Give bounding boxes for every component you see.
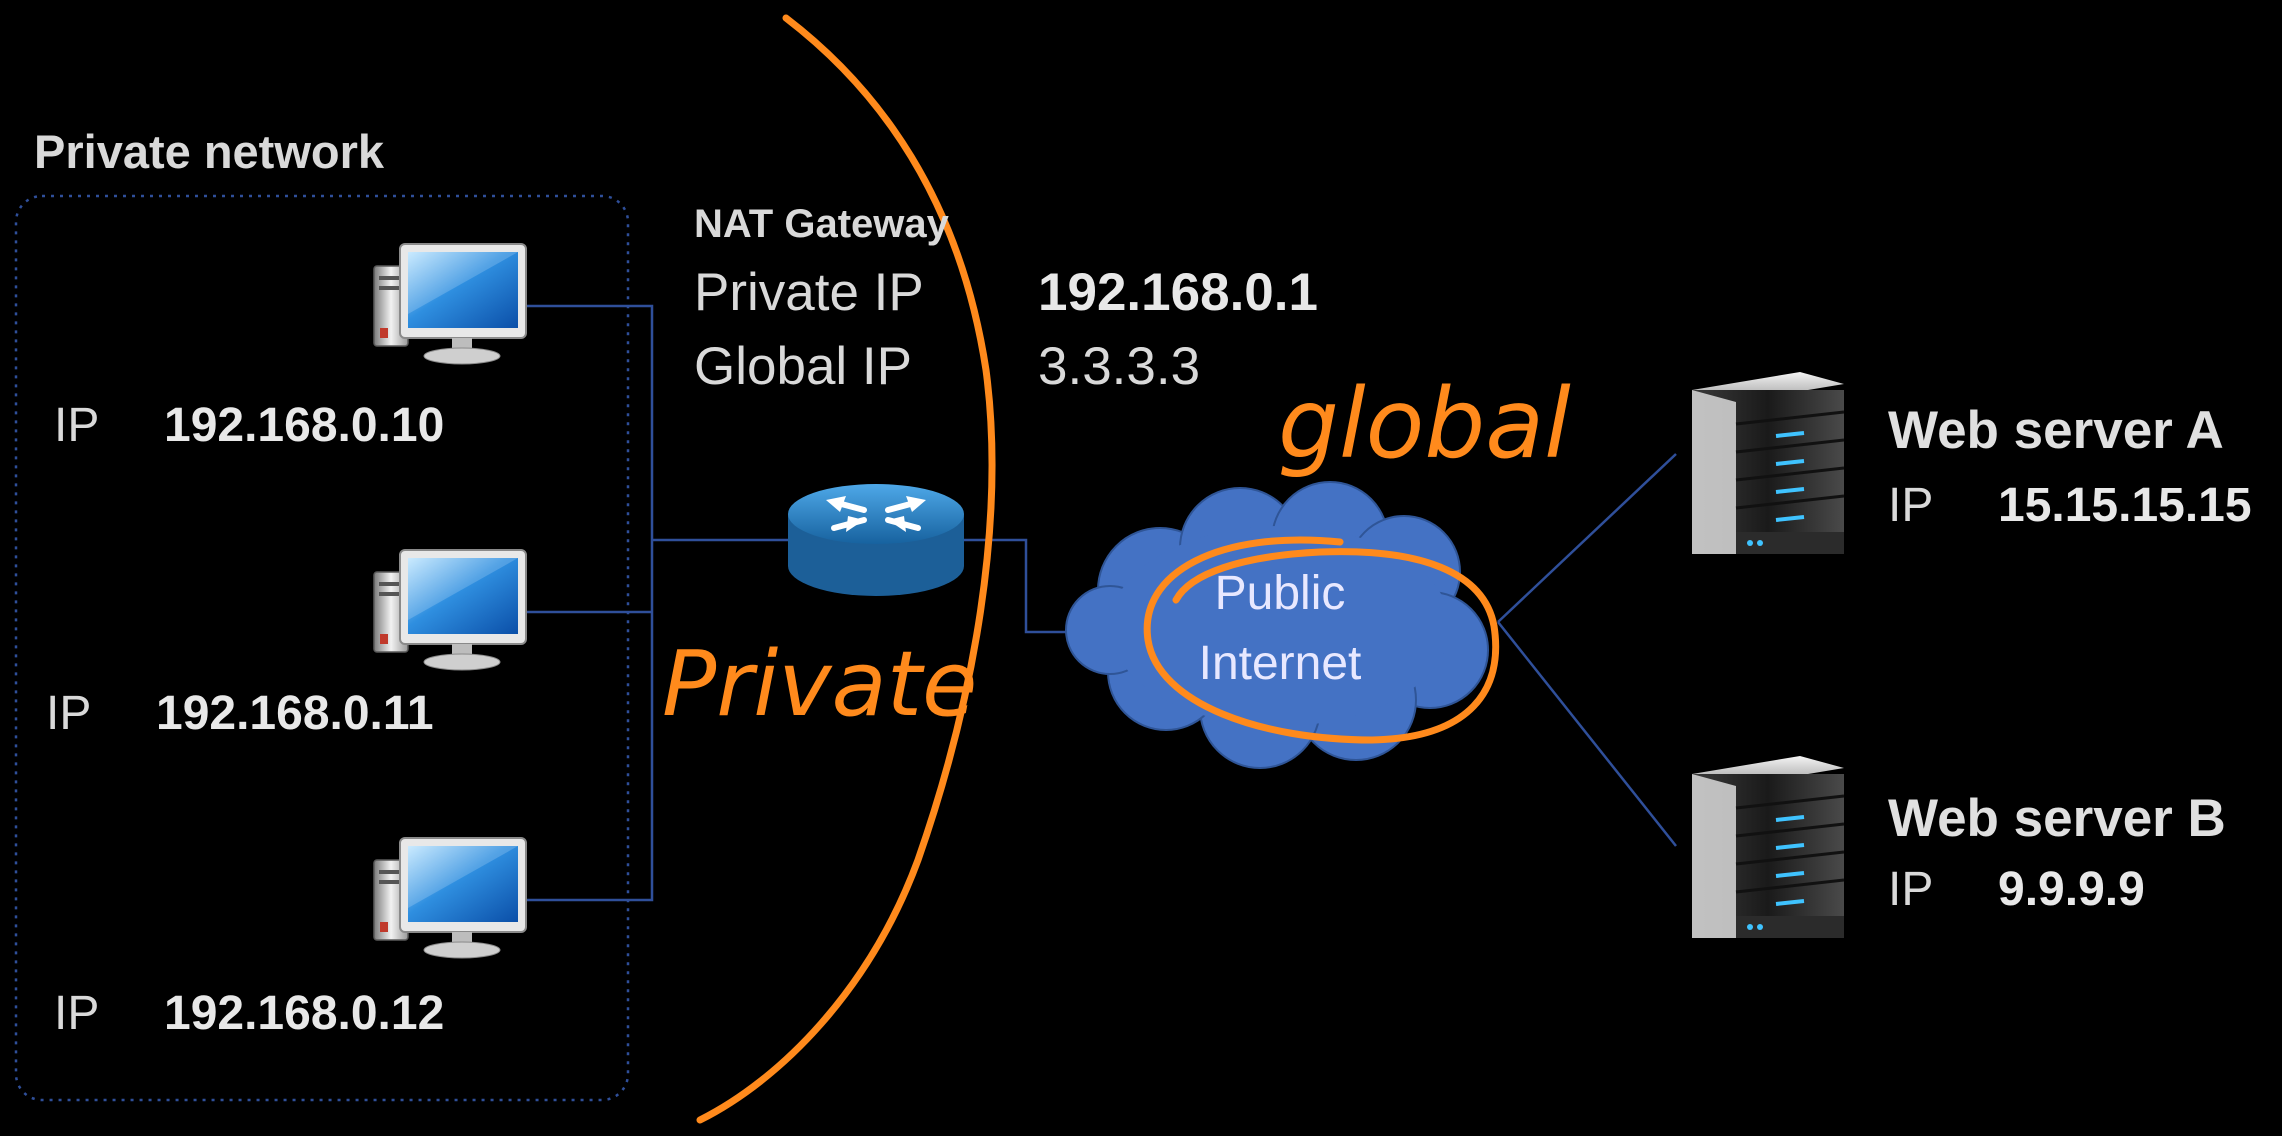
private-network-boundary bbox=[14, 194, 630, 1102]
link-router-cloud bbox=[962, 538, 1090, 634]
host-ip-label: IP bbox=[46, 687, 92, 740]
internet-circle bbox=[1143, 536, 1500, 744]
host-ip-value: 192.168.0.12 bbox=[164, 987, 445, 1040]
private-annotation: Private bbox=[662, 632, 978, 737]
private-ip-value: 192.168.0.1 bbox=[1038, 263, 1318, 322]
cloud-icon bbox=[1065, 481, 1489, 769]
global-annotation: global bbox=[1278, 368, 1571, 480]
desktop-computer-icon bbox=[373, 243, 527, 365]
host-ip-label: IP bbox=[54, 399, 100, 452]
server-b-name: Web server B bbox=[1888, 789, 2226, 848]
host-ip-label: IP bbox=[54, 987, 100, 1040]
link-server-a bbox=[1497, 453, 1677, 623]
boundary-curve bbox=[696, 14, 996, 1124]
private-ip-label: Private IP bbox=[694, 263, 924, 322]
global-ip-label: Global IP bbox=[694, 337, 913, 396]
server-b-ip-value: 9.9.9.9 bbox=[1998, 863, 2145, 916]
server-icon bbox=[1690, 370, 1846, 556]
server-icon bbox=[1690, 754, 1846, 940]
internet-label-line1: Public bbox=[1214, 567, 1346, 620]
server-a-name: Web server A bbox=[1888, 401, 2224, 460]
link-server-b bbox=[1497, 621, 1677, 847]
link-host-1 bbox=[520, 304, 654, 902]
handwritten-annotations bbox=[696, 14, 1500, 1124]
private-network-title: Private network bbox=[34, 125, 385, 178]
router-icon bbox=[788, 484, 964, 596]
global-ip-value: 3.3.3.3 bbox=[1038, 337, 1201, 396]
server-a-ip-value: 15.15.15.15 bbox=[1998, 479, 2252, 532]
server-a-ip-label: IP bbox=[1888, 479, 1934, 532]
desktop-computer-icon bbox=[373, 837, 527, 959]
nat-gateway-title: NAT Gateway bbox=[694, 202, 949, 246]
host-ip-value: 192.168.0.10 bbox=[164, 399, 445, 452]
internet-label-line2: Internet bbox=[1198, 637, 1362, 690]
host-ip-value: 192.168.0.11 bbox=[156, 687, 434, 740]
network-links bbox=[520, 304, 1677, 902]
server-b-ip-label: IP bbox=[1888, 863, 1934, 916]
desktop-computer-icon bbox=[373, 549, 527, 671]
